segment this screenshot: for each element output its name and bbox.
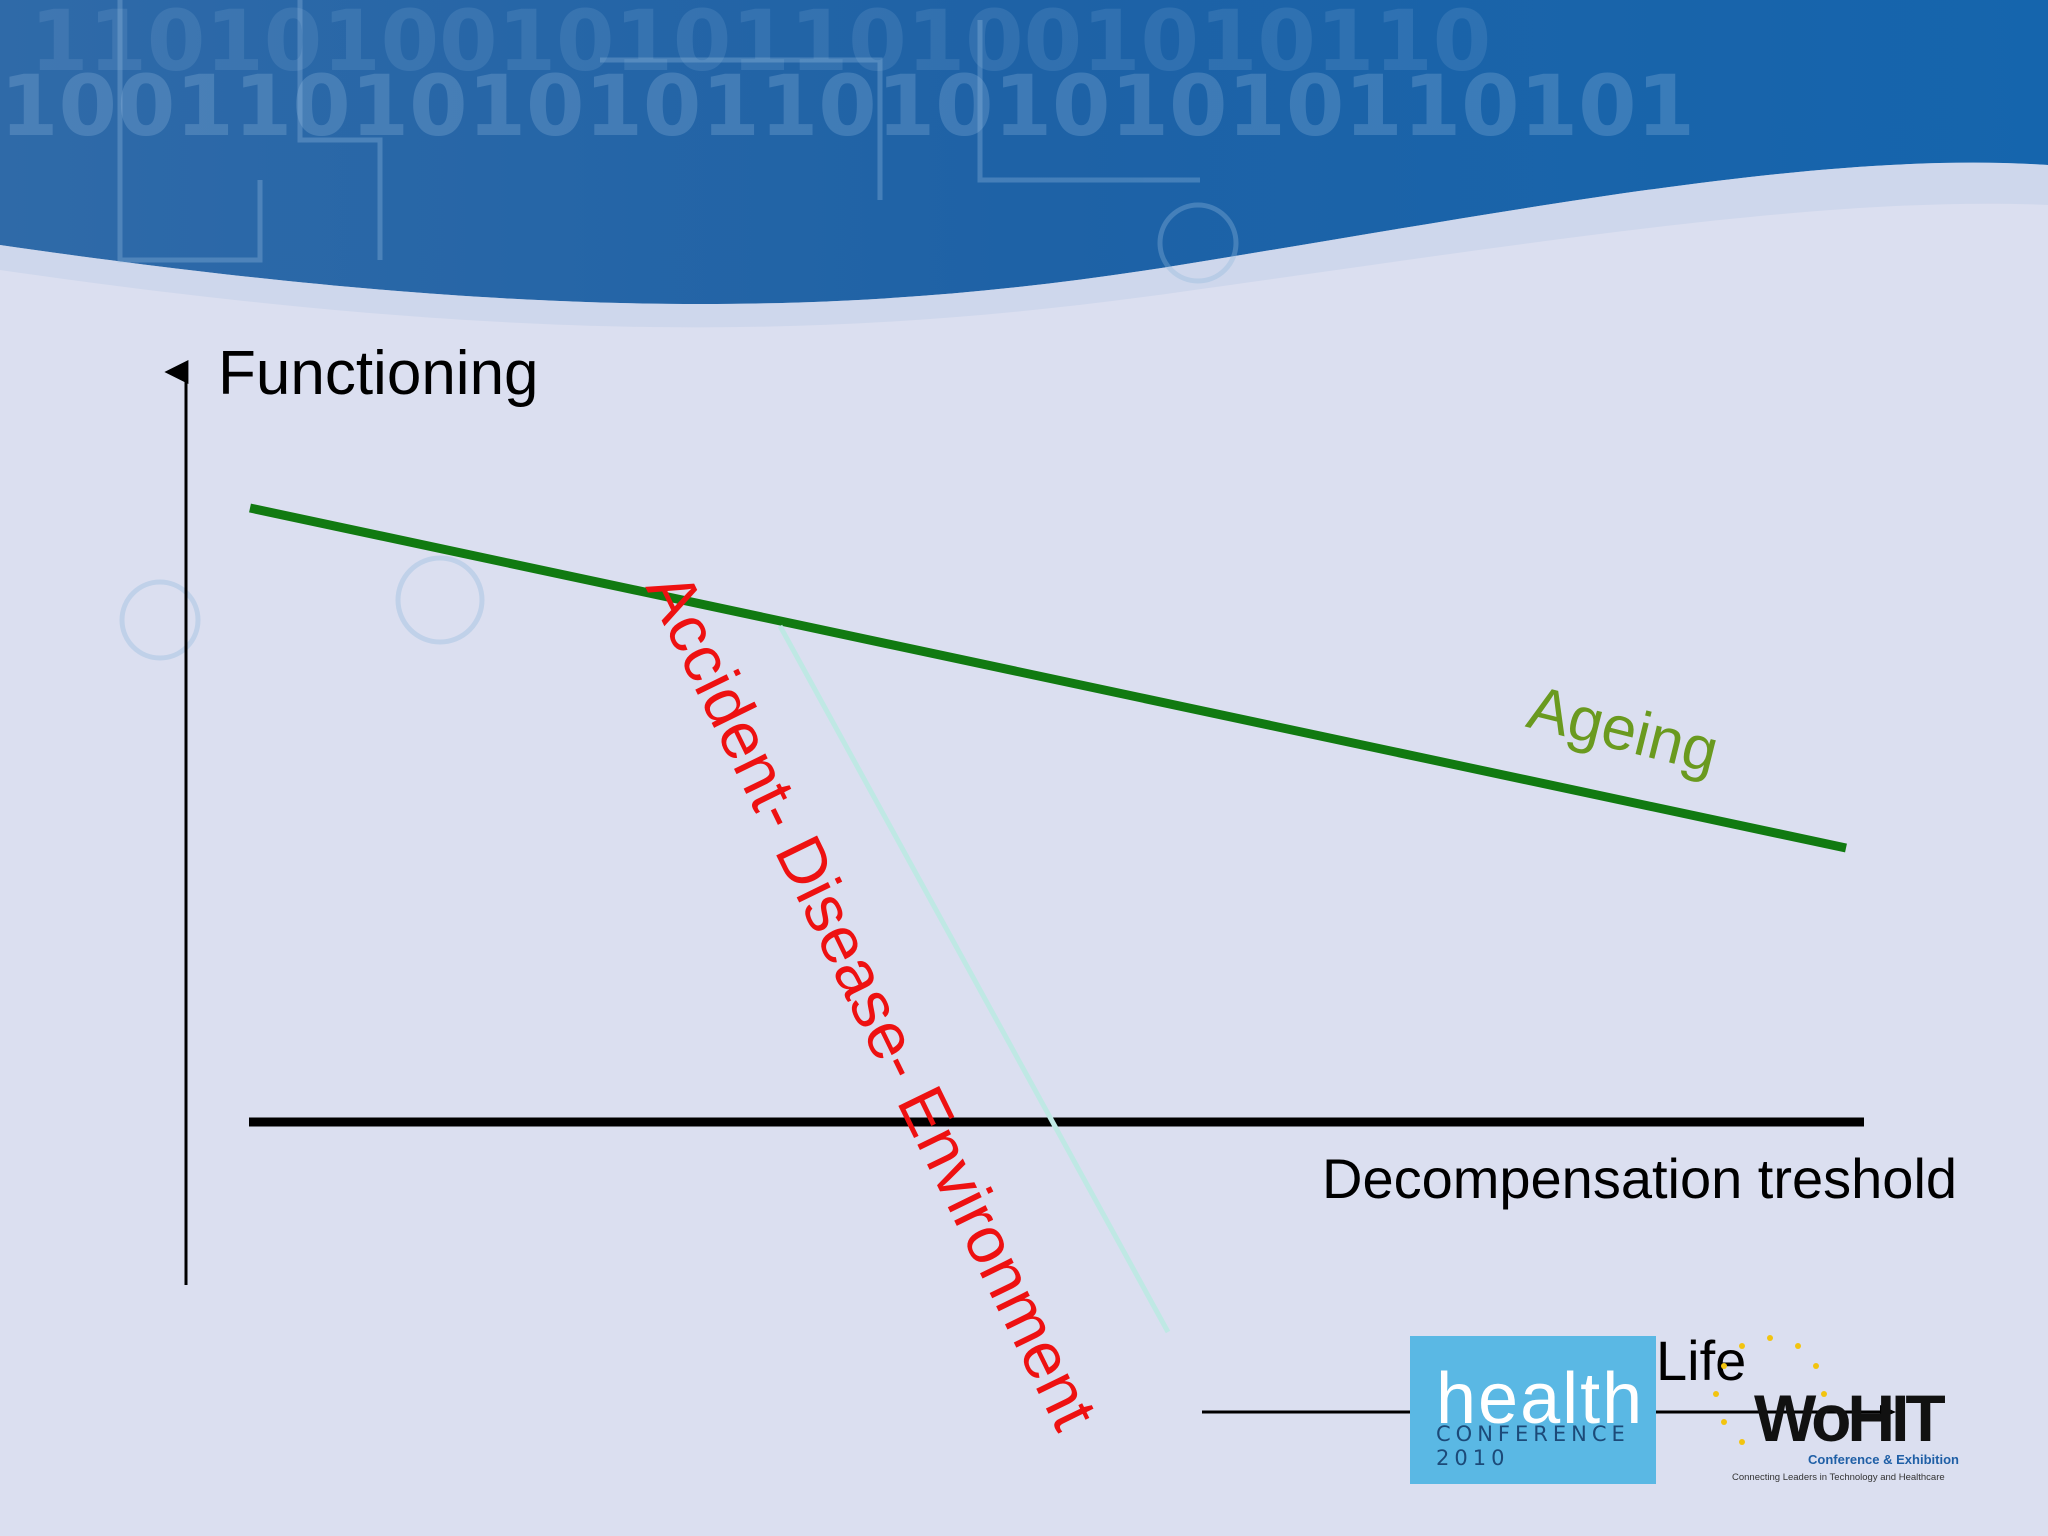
- wohit-logo-tagline: Connecting Leaders in Technology and Hea…: [1732, 1472, 1945, 1483]
- life-label: Life: [1656, 1329, 1747, 1392]
- ageing-line: [249, 503, 1847, 853]
- wohit-logo: WoHIT Conference & Exhibition Connecting…: [1700, 1326, 1960, 1490]
- svg-text:10011010101011010101010110101: 10011010101011010101010110101: [0, 57, 1695, 155]
- wohit-logo-word: WoHIT: [1754, 1381, 1946, 1455]
- svg-text:1101010010101101001010110: 1101010010101101001010110: [30, 0, 1491, 90]
- ehealth-logo-subtitle: CONFERENCE 2010: [1436, 1422, 1630, 1470]
- y-axis-label: Functioning: [218, 339, 539, 408]
- wohit-logo-subtitle: Conference & Exhibition: [1808, 1452, 1959, 1467]
- ehealth-conference-logo: health CONFERENCE 2010: [1410, 1336, 1656, 1484]
- ehealth-logo-word: health: [1436, 1359, 1645, 1439]
- decompensation-threshold-label: Decompensation treshold: [1322, 1147, 1958, 1210]
- life-axis-arrowhead: [1880, 1405, 1896, 1419]
- eu-stars-icon: [1713, 1335, 1827, 1445]
- event-decline-line: [777, 624, 1171, 1334]
